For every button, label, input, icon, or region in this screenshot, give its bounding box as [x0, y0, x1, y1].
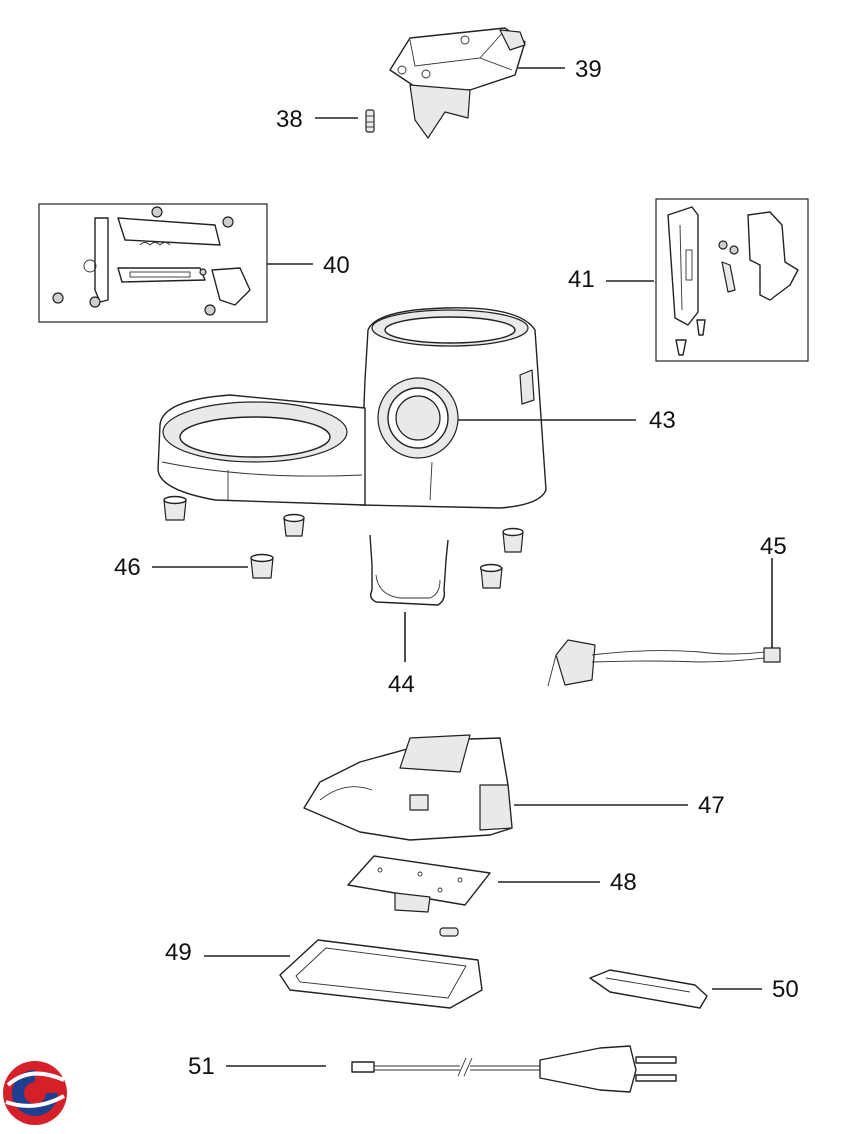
- part-50-handle: [589, 969, 708, 1009]
- brand-logo: [3, 1061, 67, 1125]
- callout-43: 43: [649, 407, 676, 434]
- callout-39: 39: [575, 56, 602, 83]
- callout-49: 49: [165, 939, 192, 966]
- callout-47: 47: [698, 792, 725, 819]
- part-41-lever-assembly: [667, 206, 799, 356]
- part-41-frame: [655, 198, 809, 362]
- callout-41: 41: [568, 266, 595, 293]
- callout-45: 45: [760, 533, 787, 560]
- part-46-rubber-feet: [163, 495, 524, 589]
- part-49-bottom-plate: [279, 927, 483, 1009]
- callout-38: 38: [276, 106, 303, 133]
- part-40-lock-mechanism: [52, 206, 251, 316]
- part-51-power-cord: [351, 1045, 677, 1093]
- part-39-top-housing: [389, 27, 526, 139]
- part-40-frame: [38, 203, 268, 323]
- part-48-pcb: [347, 855, 491, 913]
- part-47-motor-cover: [303, 734, 513, 841]
- callout-50: 50: [772, 976, 799, 1003]
- part-45-wiring-harness: [547, 639, 781, 687]
- callout-48: 48: [610, 869, 637, 896]
- callout-51: 51: [188, 1053, 215, 1080]
- callout-40: 40: [323, 252, 350, 279]
- callout-44: 44: [388, 671, 415, 698]
- part-44-bottom-gasket: [369, 534, 449, 606]
- part-43-main-body: [157, 307, 547, 509]
- part-38-screw: [365, 109, 375, 133]
- callout-46: 46: [114, 554, 141, 581]
